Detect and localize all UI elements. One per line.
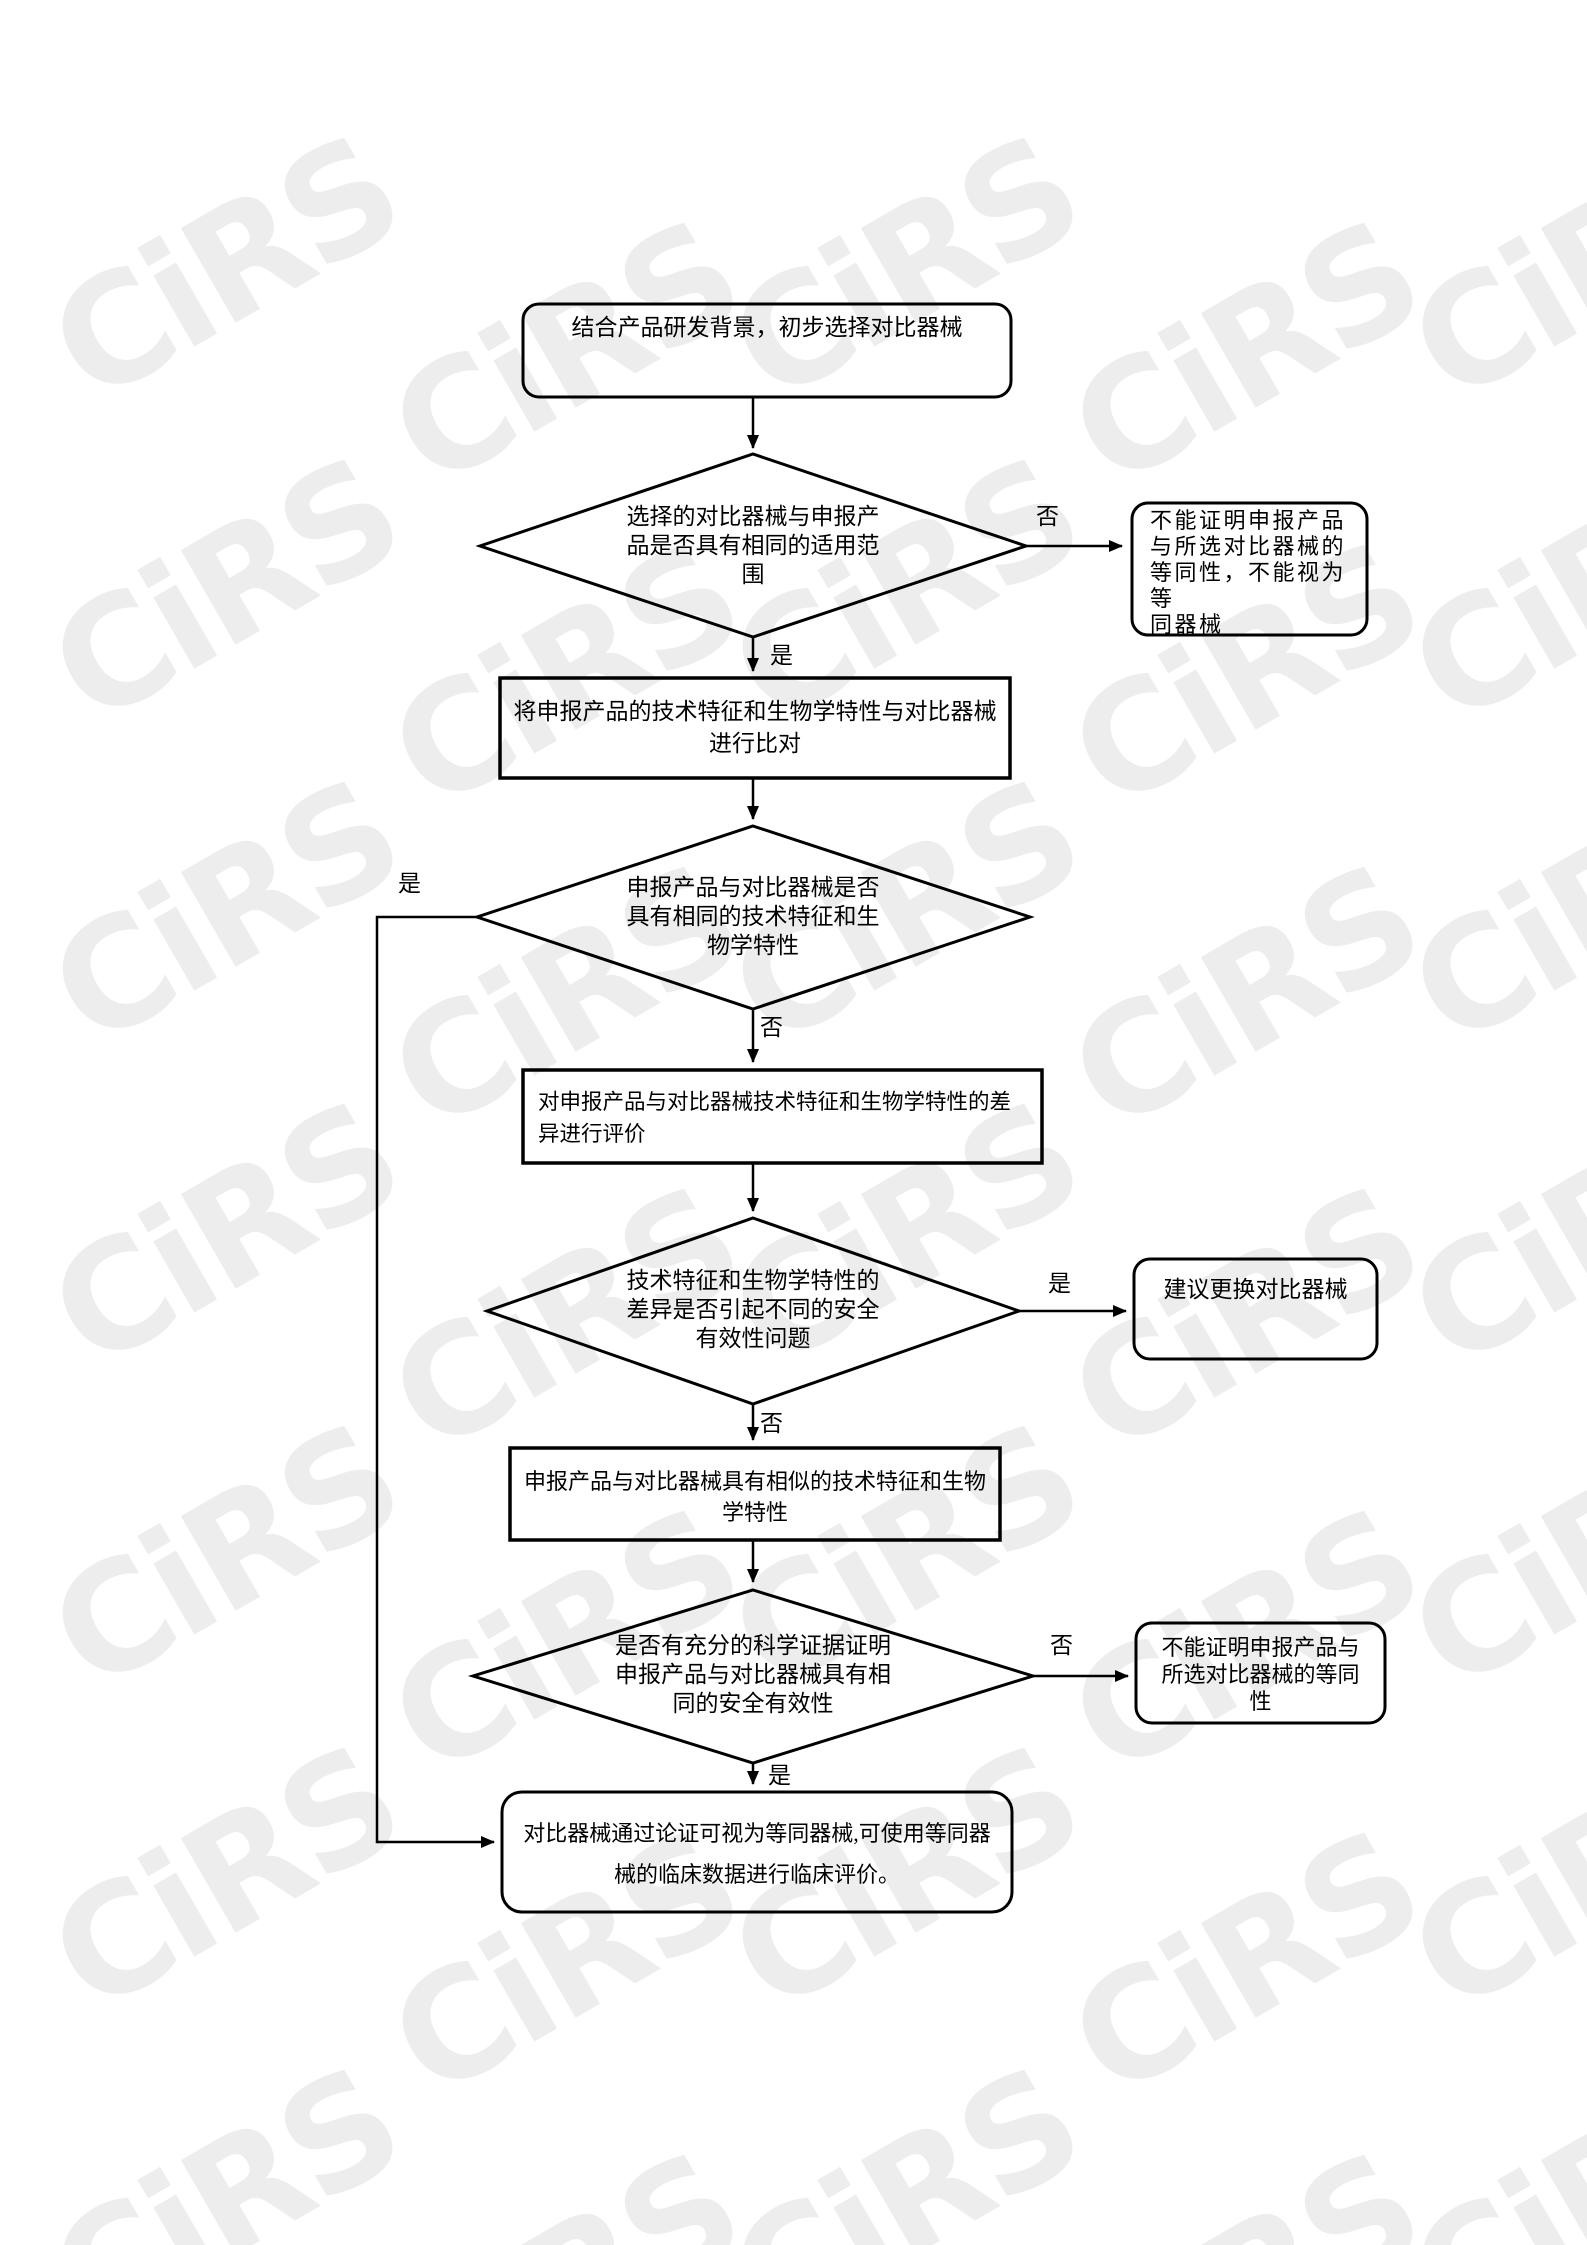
label-yes-characteristics: 是 <box>398 871 421 896</box>
label-yes-safety: 是 <box>1048 1271 1071 1296</box>
similar-characteristics-text: 申报产品与对比器械具有相似的技术特征和生物 学特性 <box>523 1469 986 1525</box>
no-equivalence-full-node-shape <box>1130 501 1369 637</box>
connector-characteristics-yes-to-end <box>375 915 495 1848</box>
label-yes-evidence: 是 <box>768 1763 791 1788</box>
label-yes-scope: 是 <box>770 643 793 668</box>
no-equivalence-full-text: 不能证明申报产品 与所选对比器械的 等同性，不能视为等 同器械 <box>1150 508 1347 637</box>
label-no-evidence: 否 <box>1050 1633 1073 1658</box>
label-no-safety: 否 <box>760 1411 783 1436</box>
similar-characteristics-node-shape <box>508 1446 1002 1542</box>
decision-safety-text: 技术特征和生物学特性的 差异是否引起不同的安全 有效性问题 <box>626 1268 880 1351</box>
compare-node-text: 将申报产品的技术特征和生物学特性与对比器械 进行比对 <box>513 699 997 756</box>
start-node-shape <box>521 302 1013 399</box>
end-node-text: 对比器械通过论证可视为等同器械,可使用等同器 械的临床数据进行临床评价。 <box>523 1821 991 1887</box>
start-node-text: 结合产品研发背景，初步选择对比器械 <box>571 315 963 340</box>
evaluate-differences-node-shape <box>521 1068 1044 1165</box>
end-node-shape <box>500 1790 1014 1914</box>
no-equivalence-short-text: 不能证明申报产品与 所选对比器械的等同 性 <box>1161 1635 1360 1714</box>
no-equivalence-short-node-shape <box>1134 1621 1387 1725</box>
decision-characteristics-text: 申报产品与对比器械是否 具有相同的技术特征和生 物学特性 <box>626 875 880 958</box>
label-no-scope: 否 <box>1036 504 1059 529</box>
label-no-characteristics: 否 <box>760 1015 783 1040</box>
replace-comparator-text: 建议更换对比器械 <box>1163 1277 1348 1302</box>
compare-node-shape <box>498 676 1012 780</box>
decision-scope-text: 选择的对比器械与申报产 品是否具有相同的适用范 围 <box>626 504 880 587</box>
evaluate-differences-text: 对申报产品与对比器械技术特征和生物学特性的差 异进行评价 <box>538 1090 1012 1146</box>
decision-evidence-text: 是否有充分的科学证据证明 申报产品与对比器械具有相 同的安全有效性 <box>615 1633 891 1716</box>
replace-comparator-node-shape <box>1132 1257 1379 1361</box>
